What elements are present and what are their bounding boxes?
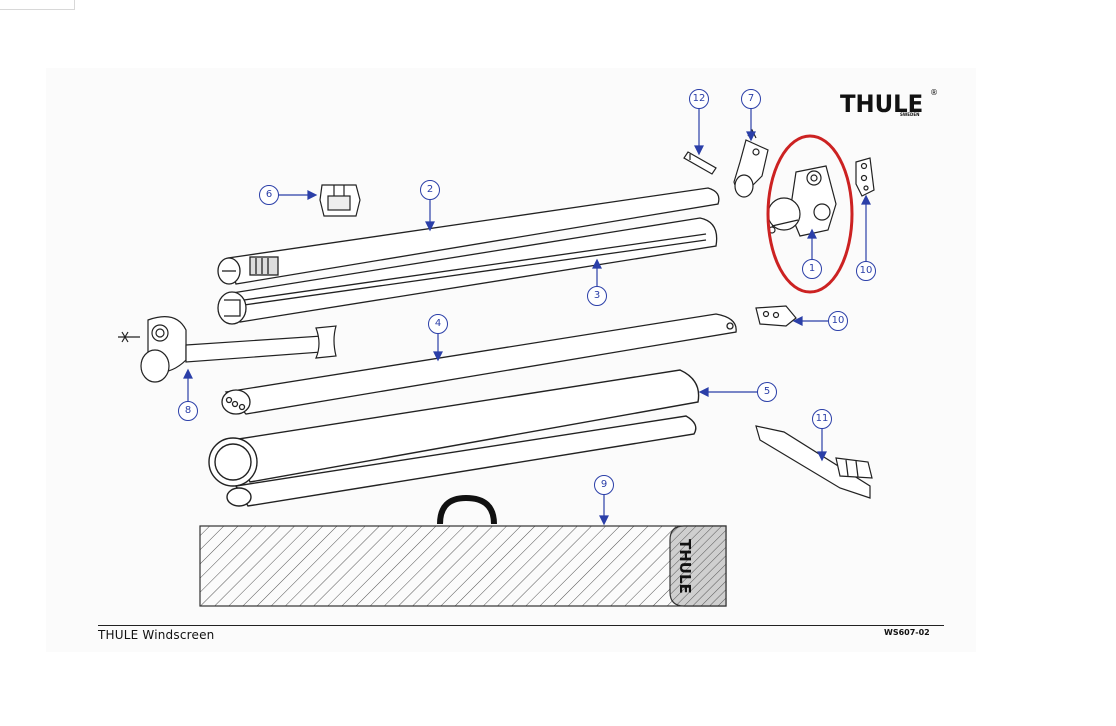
part-10-plate-lower <box>755 305 797 327</box>
highlight-ellipse <box>766 134 854 294</box>
part-1-crank-mechanism <box>767 165 837 237</box>
callout-11: 11 <box>812 409 832 429</box>
part-7-clamp <box>733 128 769 198</box>
part-8-end-cap <box>118 316 337 383</box>
part-2-top-tube <box>217 187 720 285</box>
footer-rule <box>98 625 944 626</box>
callout-10-lower: 10 <box>828 311 848 331</box>
callout-9: 9 <box>594 475 614 495</box>
callout-7: 7 <box>741 89 761 109</box>
part-5-roller <box>208 369 700 507</box>
callout-1: 1 <box>802 259 822 279</box>
callout-3: 3 <box>587 286 607 306</box>
leader-lines <box>183 108 871 526</box>
callout-5: 5 <box>757 382 777 402</box>
callout-8: 8 <box>178 401 198 421</box>
logo-registered-mark: ® <box>930 88 938 97</box>
callout-4: 4 <box>428 314 448 334</box>
part-9-carry-case <box>199 494 727 607</box>
part-12-pin <box>683 151 717 175</box>
part-6-clip <box>319 184 361 217</box>
logo-brand: THULE <box>840 90 924 118</box>
footer-drawing-code: WS607-02 <box>884 628 930 637</box>
case-brand-label: THULE <box>676 538 694 594</box>
window-corner-tab <box>0 0 75 10</box>
part-3-profile <box>217 217 718 325</box>
part-10-plate-upper <box>855 157 875 197</box>
footer-title: THULE Windscreen <box>98 628 215 642</box>
part-11-strap <box>755 425 873 499</box>
part-4-bar <box>221 313 737 415</box>
thule-logo: THULE ® SWEDEN <box>840 88 938 118</box>
callout-12: 12 <box>689 89 709 109</box>
callout-2: 2 <box>420 180 440 200</box>
callout-10-upper: 10 <box>856 261 876 281</box>
logo-subtext: SWEDEN <box>900 112 920 117</box>
callout-6: 6 <box>259 185 279 205</box>
